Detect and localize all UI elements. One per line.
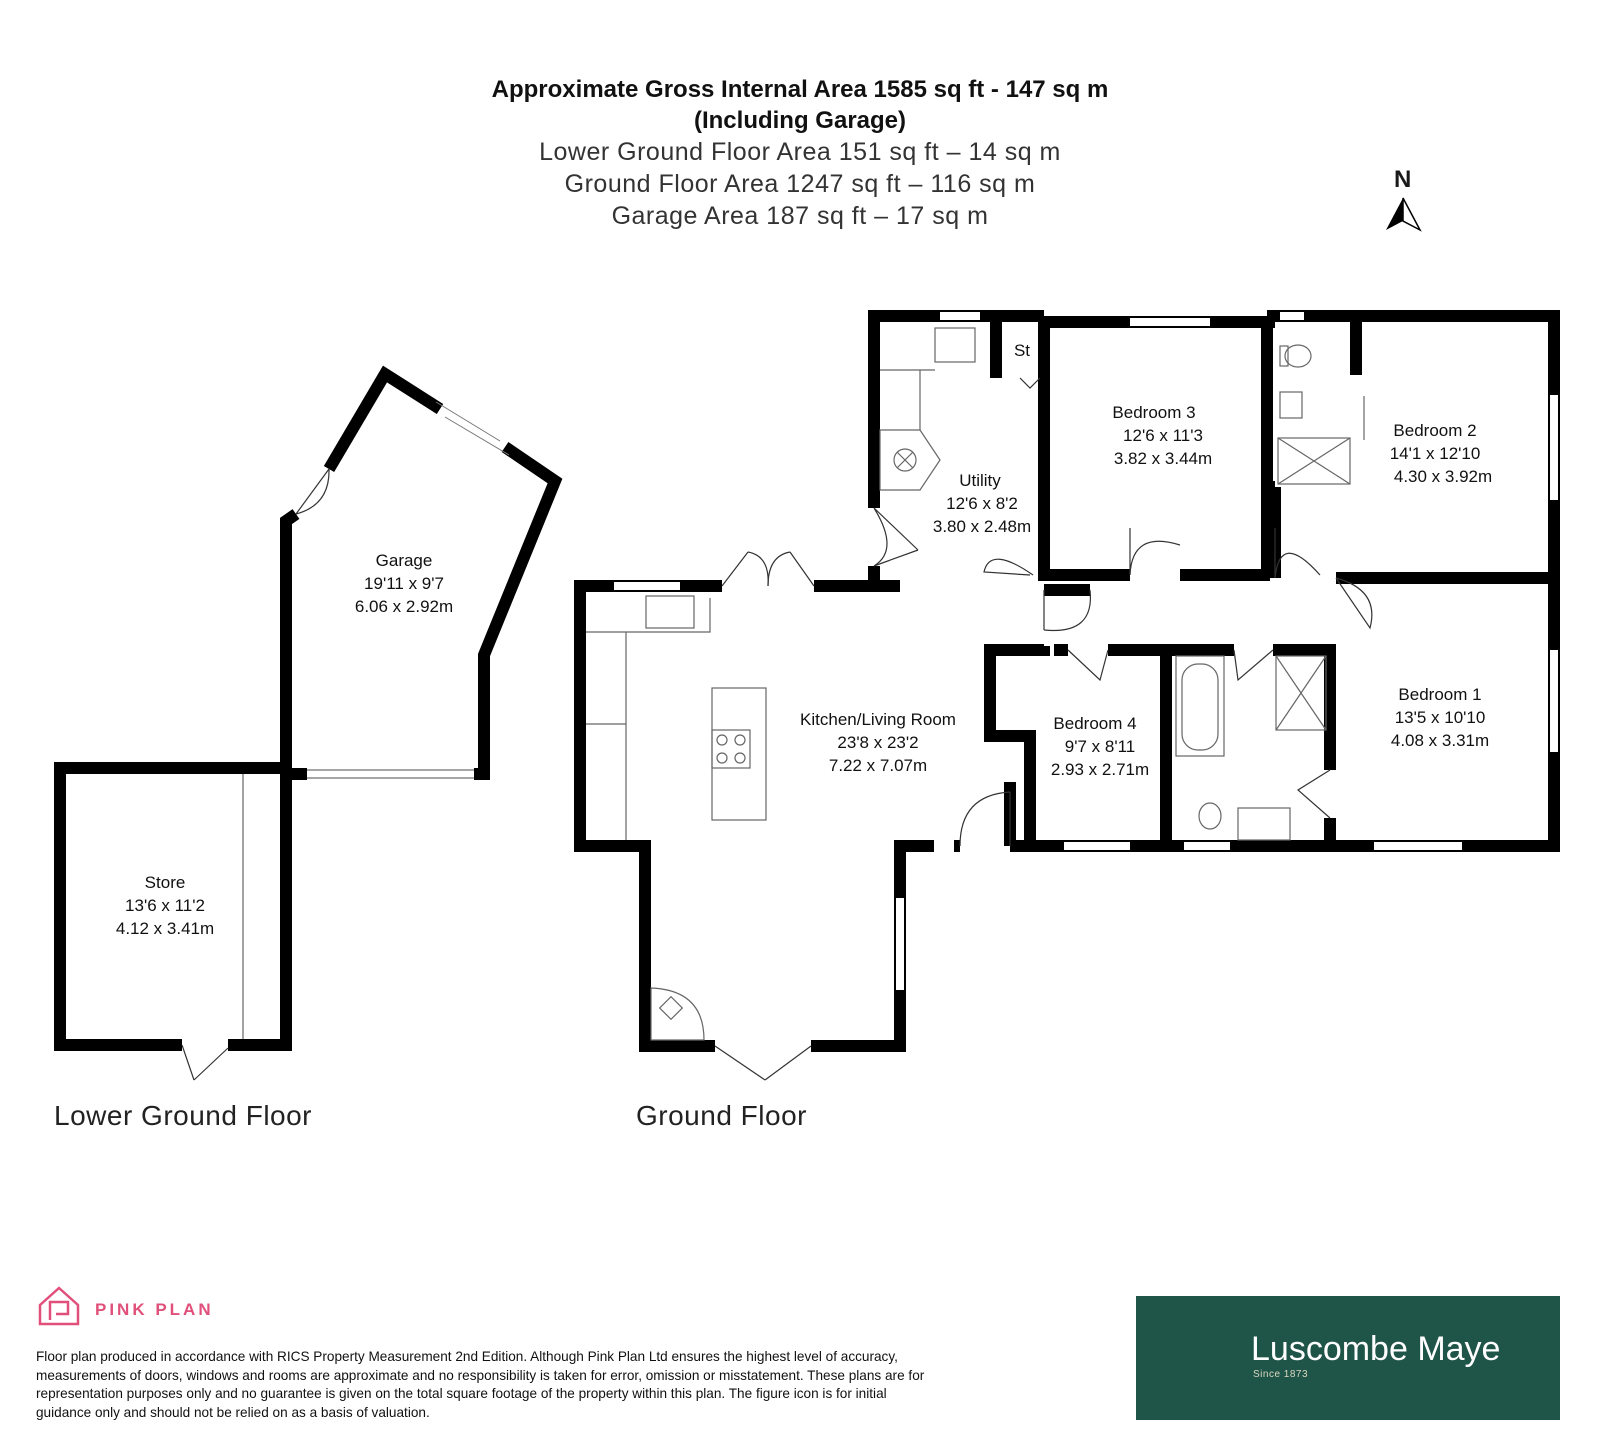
north-arrow-icon <box>1386 197 1422 232</box>
agent-logo-panel: Luscombe Maye Since 1873 <box>1136 1296 1560 1420</box>
utility-sink-icon <box>934 327 976 363</box>
ground-floor-doors <box>714 377 1373 1081</box>
stove-icon <box>650 987 705 1041</box>
bath-icon <box>1175 655 1225 757</box>
bedroom3-imperial: 12'6 x 11'3 <box>1123 426 1203 445</box>
title-area: Approximate Gross Internal Area 1585 sq … <box>491 76 1109 103</box>
store-imperial: 13'6 x 11'2 <box>125 896 205 915</box>
garage-imperial: 19'11 x 9'7 <box>364 574 444 593</box>
store-metric: 4.12 x 3.41m <box>116 919 214 938</box>
garage-door <box>295 468 330 515</box>
basin-icon <box>1279 391 1303 419</box>
store-door <box>181 1044 229 1081</box>
kitchen-sink-icon <box>645 595 695 629</box>
utility-imperial: 12'6 x 8'2 <box>946 494 1018 513</box>
utility-metric: 3.80 x 2.48m <box>933 517 1031 536</box>
pink-plan-logo-icon <box>38 1286 80 1326</box>
shower-tray-icon <box>1277 437 1351 485</box>
bedroom2-name: Bedroom 2 <box>1393 421 1476 440</box>
agent-name: Luscombe Maye <box>1251 1330 1501 1368</box>
bedroom4-name: Bedroom 4 <box>1053 714 1136 733</box>
hob-icon <box>711 729 751 769</box>
bedroom4-metric: 2.93 x 2.71m <box>1051 760 1149 779</box>
bedroom1-imperial: 13'5 x 10'10 <box>1395 708 1486 727</box>
fixtures <box>586 327 1365 1041</box>
lower-ground-floor-label: Lower Ground Floor <box>54 1100 313 1131</box>
bath-basin-icon <box>1237 807 1291 841</box>
bedroom2-metric: 4.30 x 3.92m <box>1394 467 1492 486</box>
north-label: N <box>1394 166 1412 193</box>
garage-area: Garage Area 187 sq ft – 17 sq m <box>611 202 989 230</box>
room-labels: Garage 19'11 x 9'7 6.06 x 2.92m Store 13… <box>116 341 1492 938</box>
kitchen-imperial: 23'8 x 23'2 <box>837 733 918 752</box>
store-name: Store <box>145 873 186 892</box>
agent-since: Since 1873 <box>1253 1369 1309 1380</box>
bedroom3-name: Bedroom 3 <box>1112 403 1195 422</box>
st-name: St <box>1014 341 1030 360</box>
kitchen-name: Kitchen/Living Room <box>800 710 956 729</box>
ground-area: Ground Floor Area 1247 sq ft – 116 sq m <box>564 170 1036 198</box>
store-walls <box>54 762 292 1081</box>
ground-floor-label: Ground Floor <box>636 1100 807 1131</box>
shower-icon <box>1275 655 1327 731</box>
boiler-icon <box>879 429 941 491</box>
garage-walls <box>280 365 563 780</box>
bedroom3-metric: 3.82 x 3.44m <box>1114 449 1212 468</box>
utility-name: Utility <box>959 471 1001 490</box>
bedroom1-metric: 4.08 x 3.31m <box>1391 731 1489 750</box>
toilet-icon <box>1284 344 1312 368</box>
kitchen-metric: 7.22 x 7.07m <box>829 756 927 775</box>
title-garage-note: (Including Garage) <box>693 107 906 134</box>
garage-metric: 6.06 x 2.92m <box>355 597 453 616</box>
bedroom1-name: Bedroom 1 <box>1398 685 1481 704</box>
bedroom2-imperial: 14'1 x 12'10 <box>1390 444 1481 463</box>
disclaimer-text: Floor plan produced in accordance with R… <box>36 1349 925 1420</box>
ground-floor-windows <box>614 312 1558 990</box>
garage-name: Garage <box>376 551 433 570</box>
bath-toilet-icon <box>1198 802 1222 830</box>
bedroom4-imperial: 9'7 x 8'11 <box>1065 737 1135 756</box>
pink-plan-brand: PINK PLAN <box>95 1300 214 1319</box>
lower-ground-area: Lower Ground Floor Area 151 sq ft – 14 s… <box>539 138 1061 166</box>
